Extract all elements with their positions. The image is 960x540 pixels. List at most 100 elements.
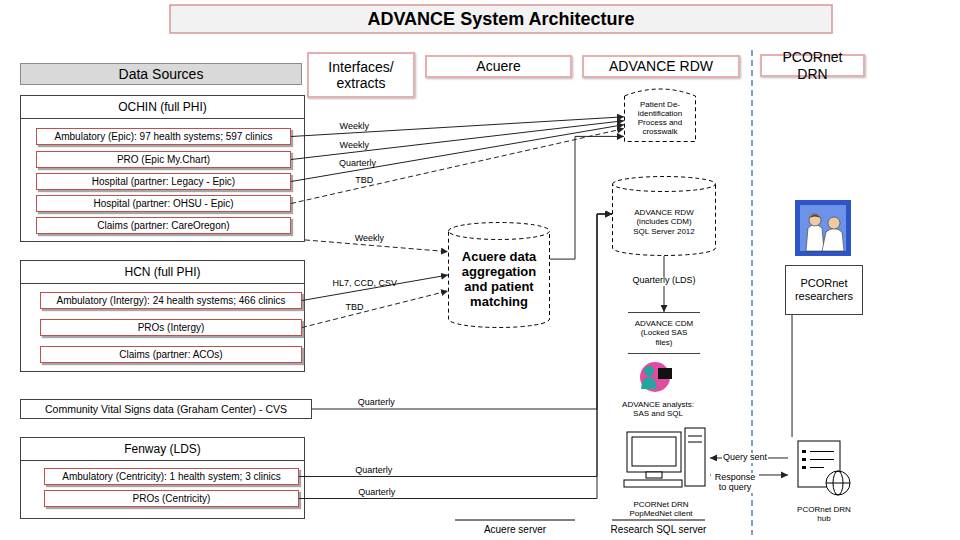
- node-text: Claims (partner: CareOregon): [97, 220, 229, 232]
- head: [828, 217, 840, 229]
- source-box: Claims (partner: ACOs): [40, 346, 302, 363]
- node-text: Acuere data aggregation and patient matc…: [457, 250, 541, 310]
- actor-box: PCORnet researchers: [785, 265, 863, 315]
- icon-head: [644, 366, 654, 376]
- stand: [646, 472, 662, 478]
- coat: [822, 229, 844, 252]
- column-header: ADVANCE RDW: [582, 55, 740, 78]
- connectors: [291, 117, 792, 499]
- source-box: Hospital (partner: Legacy - Epic): [36, 173, 291, 190]
- picture-ground: [800, 205, 846, 251]
- edge-label: Query sent: [722, 453, 768, 463]
- tower: [685, 428, 705, 486]
- server-label: Acuere server: [455, 522, 575, 536]
- source-box: Ambulatory (Centricity): 1 health system…: [44, 468, 299, 485]
- database-cylinder: [449, 223, 550, 328]
- node-text: Data Sources: [119, 66, 204, 82]
- drive-slot: [688, 436, 702, 437]
- group-heading: Fenway (LDS): [21, 438, 304, 461]
- computer-icon: [624, 428, 705, 487]
- node-text: PRO (Epic My.Chart): [117, 154, 210, 166]
- connector: [299, 214, 612, 499]
- edge-label: Quarterly: [355, 466, 392, 476]
- node-text: ADVANCE CDM (Locked SAS files): [634, 319, 694, 347]
- node-text: PROs (Intergy): [138, 322, 205, 334]
- node-text: ADVANCE RDW (includes CDM) SQL Server 20…: [630, 208, 698, 236]
- picture-frame: [795, 200, 851, 256]
- head: [809, 214, 821, 226]
- keyboard: [624, 480, 682, 487]
- source-box: Claims (partner: CareOregon): [36, 217, 291, 234]
- edge-label: Weekly: [355, 234, 384, 244]
- drive-slot: [688, 442, 702, 443]
- connector: [664, 256, 665, 312]
- connector: [710, 474, 788, 475]
- icon-monitor: [658, 368, 672, 379]
- researcher-illustration: [795, 200, 851, 256]
- client-node: PCORNet DRN PopMedNet client: [612, 428, 710, 520]
- source-group: HCN (full PHI)Ambulatory (Intergy): 24 h…: [20, 260, 305, 372]
- data-store: ADVANCE CDM (Locked SAS files): [628, 312, 700, 354]
- monitor: [627, 432, 681, 472]
- node-text: PCORnet researchers: [790, 277, 858, 302]
- boundary-line: [751, 50, 753, 535]
- source-box: Ambulatory (Intergy): 24 health systems;…: [40, 292, 302, 309]
- text-line: [810, 459, 834, 460]
- node-text: ADVANCE analysts: SAS and SQL: [618, 400, 698, 418]
- source-box: PROs (Intergy): [40, 319, 302, 336]
- column-header: Acuere: [425, 55, 572, 78]
- node-text: Hospital (partner: Legacy - Epic): [92, 176, 235, 188]
- connector: [299, 214, 612, 477]
- source-group: OCHIN (full PHI)Ambulatory (Epic): 97 he…: [20, 95, 305, 242]
- title-box: [170, 5, 832, 33]
- edge-label: Quarterly (LDS): [631, 276, 696, 286]
- edge-label: Quarterly: [358, 398, 395, 408]
- text-line: [810, 467, 824, 468]
- connector: [710, 457, 788, 458]
- edge-label: TBD: [346, 303, 364, 313]
- hub-node: PCORnet DRN hub: [788, 437, 860, 527]
- bullet: [802, 458, 806, 461]
- source-box: PRO (Epic My.Chart): [36, 151, 291, 168]
- source-box: Ambulatory (Epic): 97 health systems; 59…: [36, 128, 291, 145]
- node-text: Interfaces/ extracts: [313, 59, 409, 91]
- globe: [826, 471, 850, 495]
- connector: [305, 240, 448, 252]
- edge-label: Weekly: [340, 122, 369, 132]
- coat: [806, 225, 824, 252]
- column-header: Interfaces/ extracts: [307, 52, 415, 98]
- connector: [792, 315, 793, 437]
- server-rule: [612, 520, 705, 521]
- text-line: [810, 451, 834, 452]
- server-label: Research SQL server: [612, 522, 705, 536]
- process-shape: Patient De-identification Process and cr…: [624, 86, 696, 142]
- connector: [302, 275, 448, 301]
- source-box: PROs (Centricity): [44, 490, 299, 507]
- node-text: Community Vital Signs data (Graham Cente…: [45, 403, 287, 415]
- edge-label: Response to query: [711, 473, 759, 493]
- analyst-node: ADVANCE analysts: SAS and SQL: [610, 362, 706, 420]
- edge-label: Weekly: [340, 141, 369, 151]
- source-box: Hospital (partner: OHSU - Epic): [36, 195, 291, 212]
- process-shape: [625, 89, 696, 142]
- node-text: Patient De-identification Process and cr…: [627, 100, 693, 137]
- diagram-title: ADVANCE System Architecture: [170, 5, 832, 33]
- bullet: [802, 466, 806, 469]
- screen: [632, 437, 676, 466]
- edge-label: Quarterly: [339, 159, 376, 169]
- node-text: PCORnet DRN hub: [796, 505, 852, 523]
- edge-label: TBD: [355, 176, 373, 186]
- database-cylinder: ADVANCE RDW (includes CDM) SQL Server 20…: [612, 176, 716, 256]
- connector: [550, 136, 624, 259]
- connector: [302, 291, 448, 328]
- icon-body: [641, 377, 657, 389]
- bullet: [802, 450, 806, 453]
- column-header: PCORnet DRN: [760, 54, 865, 77]
- node-text: PROs (Centricity): [133, 493, 211, 505]
- hair: [809, 215, 821, 219]
- database-cylinder: [613, 177, 716, 256]
- source-box: Community Vital Signs data (Graham Cente…: [20, 399, 312, 419]
- node-text: Ambulatory (Intergy): 24 health systems;…: [57, 295, 286, 307]
- connector: [291, 129, 624, 204]
